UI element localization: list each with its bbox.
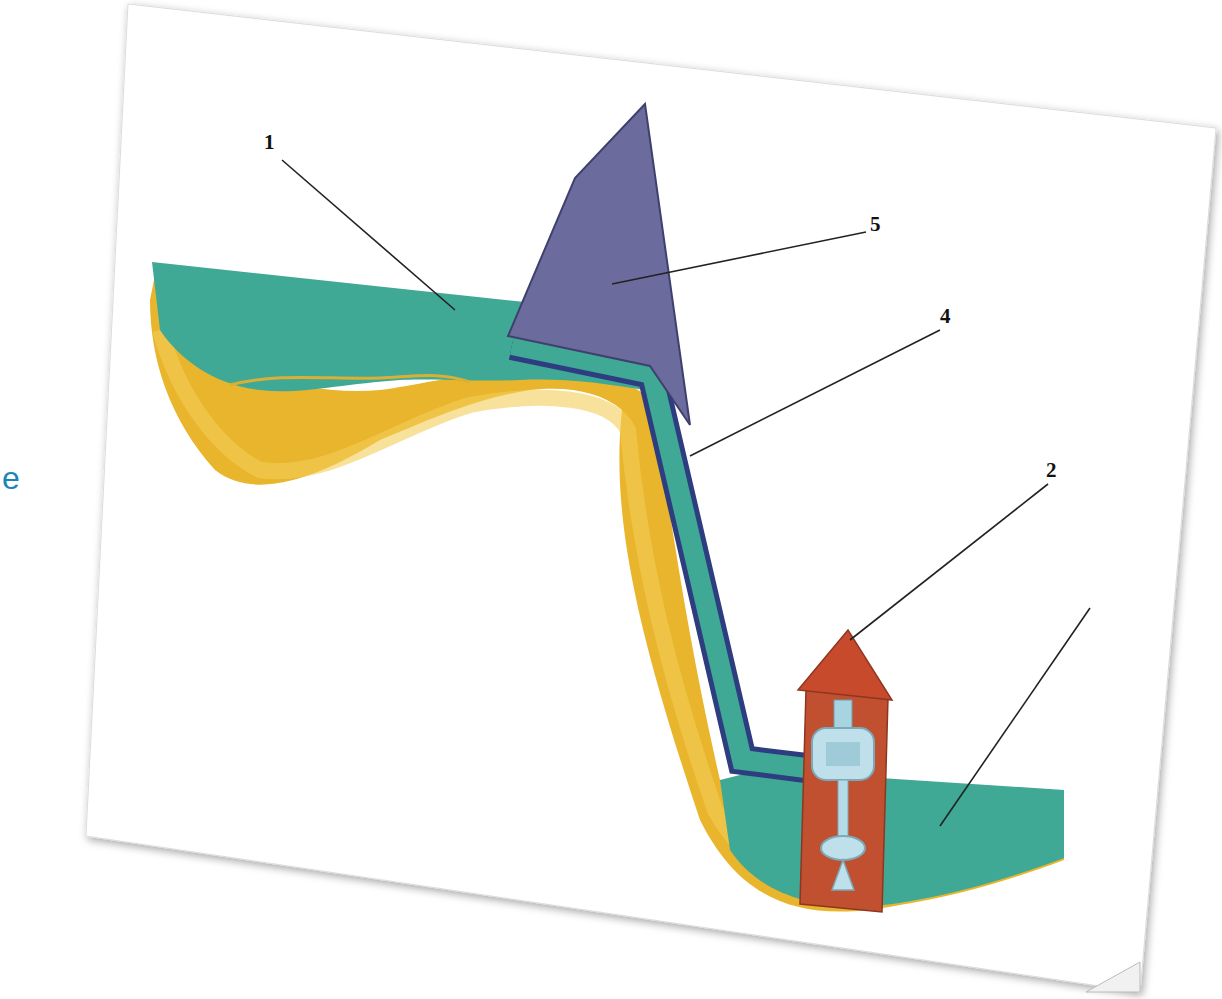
reservoir-bed [230, 376, 470, 386]
power-station [798, 630, 892, 912]
penstock-outline [512, 345, 806, 768]
callout-number: 5 [870, 214, 881, 235]
paper-card [86, 4, 1216, 992]
page-curl [1086, 962, 1140, 992]
dam [508, 104, 690, 425]
slide-text-fragment: e [2, 462, 20, 494]
lower-water [720, 770, 1064, 906]
penstock [512, 345, 806, 768]
leader-lines [282, 160, 1090, 826]
callout-number: 1 [264, 132, 275, 153]
callout-number: 4 [940, 306, 951, 327]
callout-number: 2 [1046, 460, 1057, 481]
